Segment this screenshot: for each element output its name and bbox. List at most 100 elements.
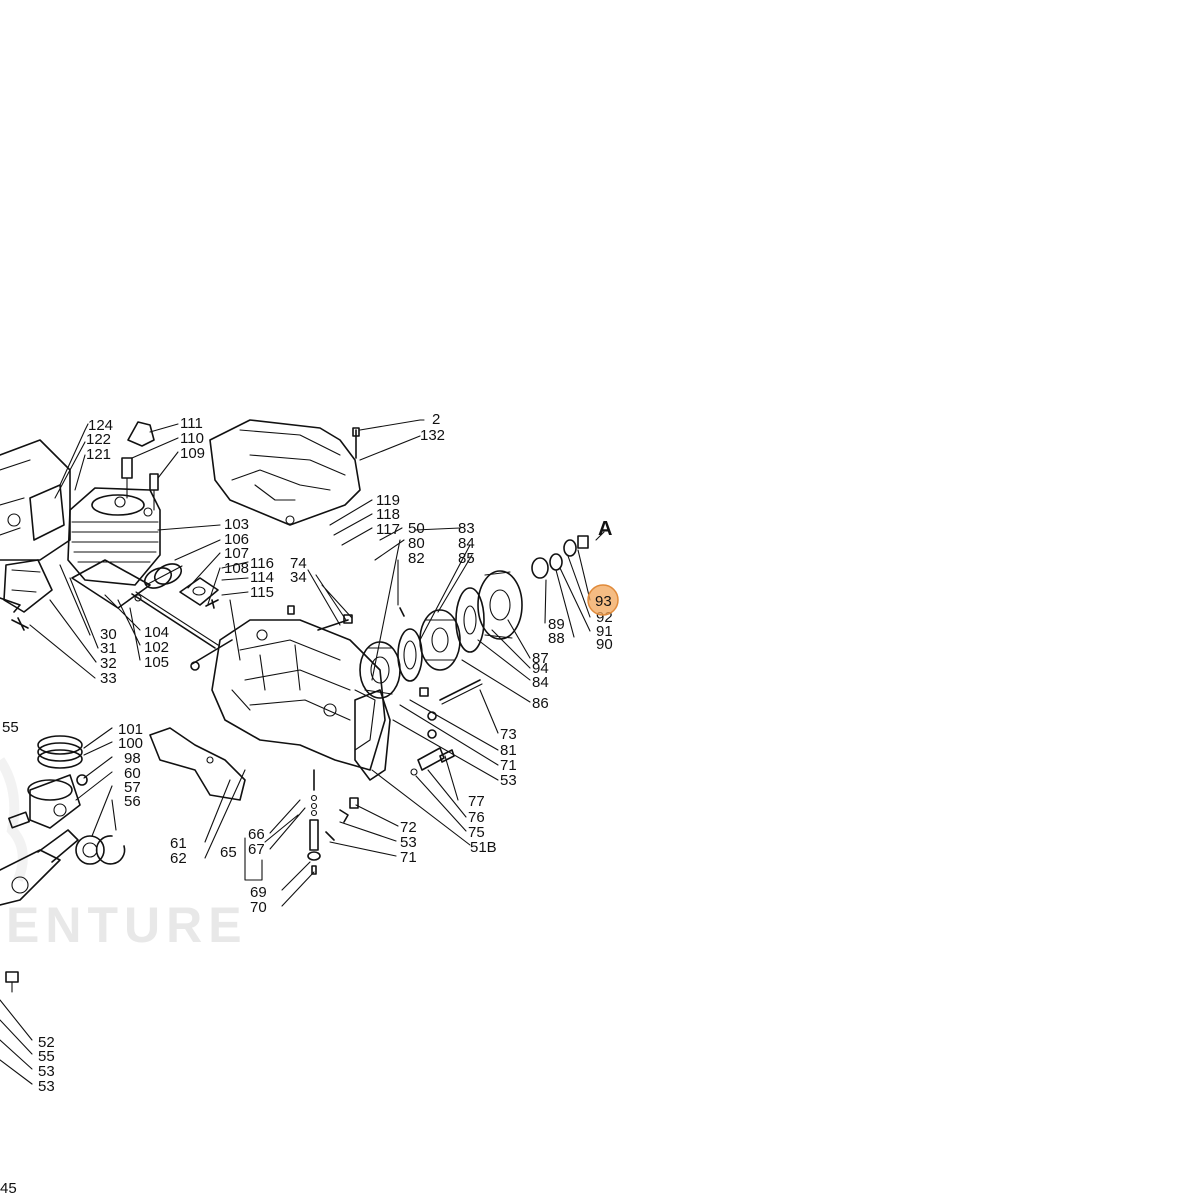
label-91: 91 xyxy=(596,623,613,640)
label-33: 33 xyxy=(100,670,117,687)
leader-lines xyxy=(0,419,605,1085)
label-110: 110 xyxy=(180,430,204,447)
label-57: 57 xyxy=(124,779,141,796)
label-89: 89 xyxy=(548,616,565,633)
label-84: 84 xyxy=(458,535,475,552)
highlighted-callout-label: 93 xyxy=(595,593,612,610)
piston-clip xyxy=(76,774,88,786)
crankshaft xyxy=(0,829,79,906)
label-81: 81 xyxy=(500,742,517,759)
label-87: 87 xyxy=(532,650,549,667)
label-34: 34 xyxy=(290,569,307,586)
cylinder-base-gasket xyxy=(71,559,151,609)
label-111: 111 xyxy=(180,415,203,432)
nut xyxy=(577,535,589,549)
clutch-bolt xyxy=(439,679,483,705)
label-80: 80 xyxy=(408,535,425,552)
label-71: 71 xyxy=(500,757,517,774)
oil-fitting xyxy=(325,797,359,841)
label-72: 72 xyxy=(400,819,417,836)
section-letter: A xyxy=(598,518,612,540)
spark-plug xyxy=(121,457,133,499)
label-45: 45 xyxy=(0,1180,17,1197)
label-31: 31 xyxy=(100,640,117,657)
crankcase-gasket xyxy=(149,727,246,801)
label-121: 121 xyxy=(86,446,111,463)
case-bolt-long xyxy=(190,639,233,671)
label-55: 55 xyxy=(2,719,19,736)
top-cover xyxy=(209,419,361,526)
label-108: 108 xyxy=(224,560,249,577)
label-83: 83 xyxy=(458,520,475,537)
label-117: 117 xyxy=(376,521,400,538)
label-101: 101 xyxy=(118,721,143,738)
label-70: 70 xyxy=(250,899,267,916)
label-53b: 53 xyxy=(400,834,417,851)
cover-screw xyxy=(352,427,360,459)
label-69: 69 xyxy=(250,884,267,901)
label-73: 73 xyxy=(500,726,517,743)
piston-rings xyxy=(37,735,83,769)
spark-plug-cap xyxy=(127,421,155,447)
clutch-drum-hub xyxy=(419,609,461,671)
watermark-emblem xyxy=(0,757,28,882)
label-106: 106 xyxy=(224,531,249,548)
label-65: 65 xyxy=(220,844,237,861)
label-124: 124 xyxy=(88,417,113,434)
label-98: 98 xyxy=(124,750,141,767)
cylinder-screw xyxy=(149,473,159,511)
label-115: 115 xyxy=(250,584,274,601)
label-94: 94 xyxy=(532,660,549,677)
label-30: 30 xyxy=(100,626,117,643)
crankcase xyxy=(211,619,386,771)
side-cover-parts xyxy=(0,559,53,631)
label-66: 66 xyxy=(248,826,265,843)
label-77: 77 xyxy=(468,793,485,810)
bottom-screw xyxy=(5,971,19,993)
label-116: 116 xyxy=(250,555,274,572)
label-75: 75 xyxy=(468,824,485,841)
label-53d: 53 xyxy=(38,1078,55,1095)
label-82: 82 xyxy=(408,550,425,567)
clutch-drum xyxy=(477,570,523,640)
label-52: 52 xyxy=(38,1034,55,1051)
label-76: 76 xyxy=(468,809,485,826)
label-119: 119 xyxy=(376,492,400,509)
piston xyxy=(27,774,81,829)
label-107: 107 xyxy=(224,545,249,562)
retaining-ring xyxy=(95,835,126,865)
pin-82 xyxy=(399,607,405,617)
case-bolt-2 xyxy=(317,614,353,631)
washer xyxy=(563,539,577,557)
label-2: 2 xyxy=(432,411,440,428)
label-74: 74 xyxy=(290,555,307,572)
label-62: 62 xyxy=(170,850,187,867)
clutch-shoes xyxy=(455,587,485,653)
case-screw-small xyxy=(287,605,295,615)
oil-pump-parts xyxy=(307,769,321,875)
label-102: 102 xyxy=(144,639,169,656)
label-55b: 55 xyxy=(38,1048,55,1065)
label-114: 114 xyxy=(250,569,274,586)
label-104: 104 xyxy=(144,624,169,641)
bar-stud xyxy=(410,747,445,776)
watermark-text: ENTURE xyxy=(6,897,248,953)
needle-bearing xyxy=(531,557,549,579)
highlighted-callout-93[interactable]: 93 xyxy=(587,584,619,616)
label-56: 56 xyxy=(124,793,141,810)
label-60: 60 xyxy=(124,765,141,782)
label-90: 90 xyxy=(596,636,613,653)
impulse-hose xyxy=(131,591,219,649)
label-88: 88 xyxy=(548,630,565,647)
cylinder-part xyxy=(67,487,161,586)
label-86: 86 xyxy=(532,695,549,712)
label-84b: 84 xyxy=(532,674,549,691)
label-53c: 53 xyxy=(38,1063,55,1080)
label-61: 61 xyxy=(170,835,187,852)
label-67: 67 xyxy=(248,841,265,858)
label-85: 85 xyxy=(458,550,475,567)
label-105: 105 xyxy=(144,654,169,671)
clutch-screw-small xyxy=(419,687,437,739)
label-118: 118 xyxy=(376,506,400,523)
